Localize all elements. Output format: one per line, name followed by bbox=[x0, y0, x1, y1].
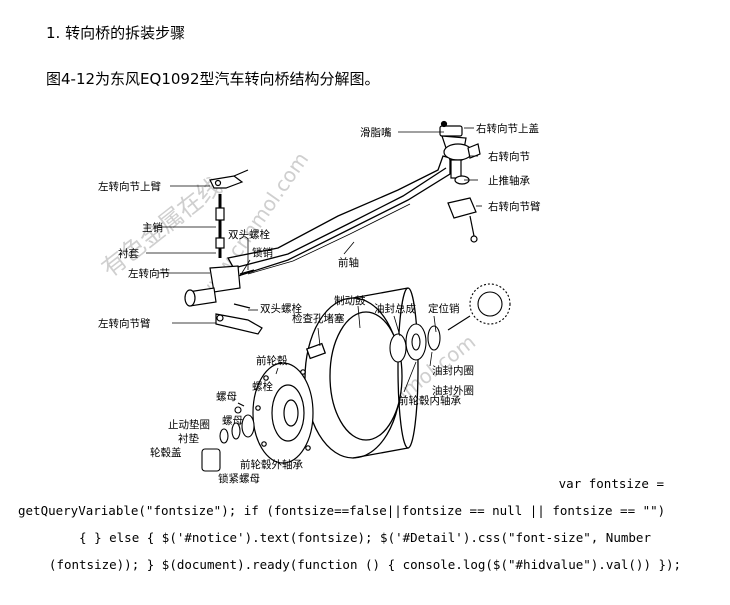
label-right-knuckle-arm: 右转向节臂 bbox=[488, 200, 541, 213]
label-inspection-plug: 检查孔堵塞 bbox=[292, 312, 345, 325]
label-hub-inner-bearing: 前轮毂内轴承 bbox=[398, 394, 461, 407]
label-hub-outer-bearing: 前轮毂外轴承 bbox=[240, 458, 303, 471]
label-lock-nut: 锁紧螺母 bbox=[218, 472, 260, 485]
label-locating-pin: 定位销 bbox=[428, 302, 460, 315]
script-line-4: (fontsize)); } $(document).ready(functio… bbox=[48, 557, 682, 572]
label-lock-pin: 锁销 bbox=[252, 246, 273, 259]
label-front-axle: 前轴 bbox=[338, 256, 359, 269]
label-right-knuckle-upper-cover: 右转向节上盖 bbox=[476, 122, 539, 135]
label-oil-seal-inner-ring: 油封内圈 bbox=[432, 364, 474, 377]
label-nut-lower: 螺母 bbox=[222, 415, 243, 427]
label-brake-drum: 制动鼓 bbox=[334, 294, 366, 307]
label-thrust-bearing: 止推轴承 bbox=[488, 174, 530, 187]
script-line-1: var fontsize = bbox=[558, 476, 664, 491]
leader-lines bbox=[146, 127, 482, 393]
leaked-script-text: var fontsize = getQueryVariable("fontsiz… bbox=[18, 470, 712, 578]
label-bolt: 螺栓 bbox=[252, 380, 273, 393]
label-stud-bolt-upper: 双头螺栓 bbox=[228, 228, 270, 241]
brake-drum bbox=[304, 287, 419, 459]
label-stud-bolt-lower: 双头螺栓 bbox=[260, 302, 302, 315]
script-line-3: { } else { $('#notice').text(fontsize); … bbox=[79, 530, 651, 545]
label-nut-upper: 螺母 bbox=[216, 391, 237, 403]
intro-paragraph: 图4-12为东风EQ1092型汽车转向桥结构分解图。 bbox=[46, 70, 380, 88]
front-hub bbox=[252, 362, 314, 464]
steering-axle-exploded-diagram: 有色金属在线 www.cnnmol.com www.cnnmol.com bbox=[98, 108, 548, 488]
label-left-knuckle-upper-arm: 左转向节上臂 bbox=[98, 180, 161, 193]
right-knuckle-assembly bbox=[439, 120, 481, 243]
label-oil-seal-outer-ring: 油封外圈 bbox=[432, 384, 474, 397]
label-left-knuckle-arm: 左转向节臂 bbox=[98, 317, 151, 330]
label-front-hub: 前轮毂 bbox=[256, 354, 288, 367]
label-kingpin: 主销 bbox=[142, 221, 163, 234]
label-oil-seal-assembly: 油封总成 bbox=[374, 302, 416, 315]
label-left-knuckle: 左转向节 bbox=[128, 267, 170, 280]
label-gasket: 衬垫 bbox=[178, 432, 199, 445]
label-right-knuckle: 右转向节 bbox=[488, 150, 530, 163]
label-grease-nipple: 滑脂嘴 bbox=[360, 126, 392, 139]
hub-inner-parts bbox=[389, 283, 511, 363]
section-heading: 1. 转向桥的拆装步骤 bbox=[46, 24, 186, 42]
script-line-2: getQueryVariable("fontsize"); if (fontsi… bbox=[18, 503, 666, 518]
hub-outer-parts bbox=[201, 402, 255, 472]
label-bushing: 衬套 bbox=[118, 247, 139, 260]
left-knuckle-assembly bbox=[184, 169, 263, 335]
label-stop-washer: 止动垫圈 bbox=[168, 418, 210, 431]
label-hub-cap: 轮毂盖 bbox=[150, 446, 182, 459]
